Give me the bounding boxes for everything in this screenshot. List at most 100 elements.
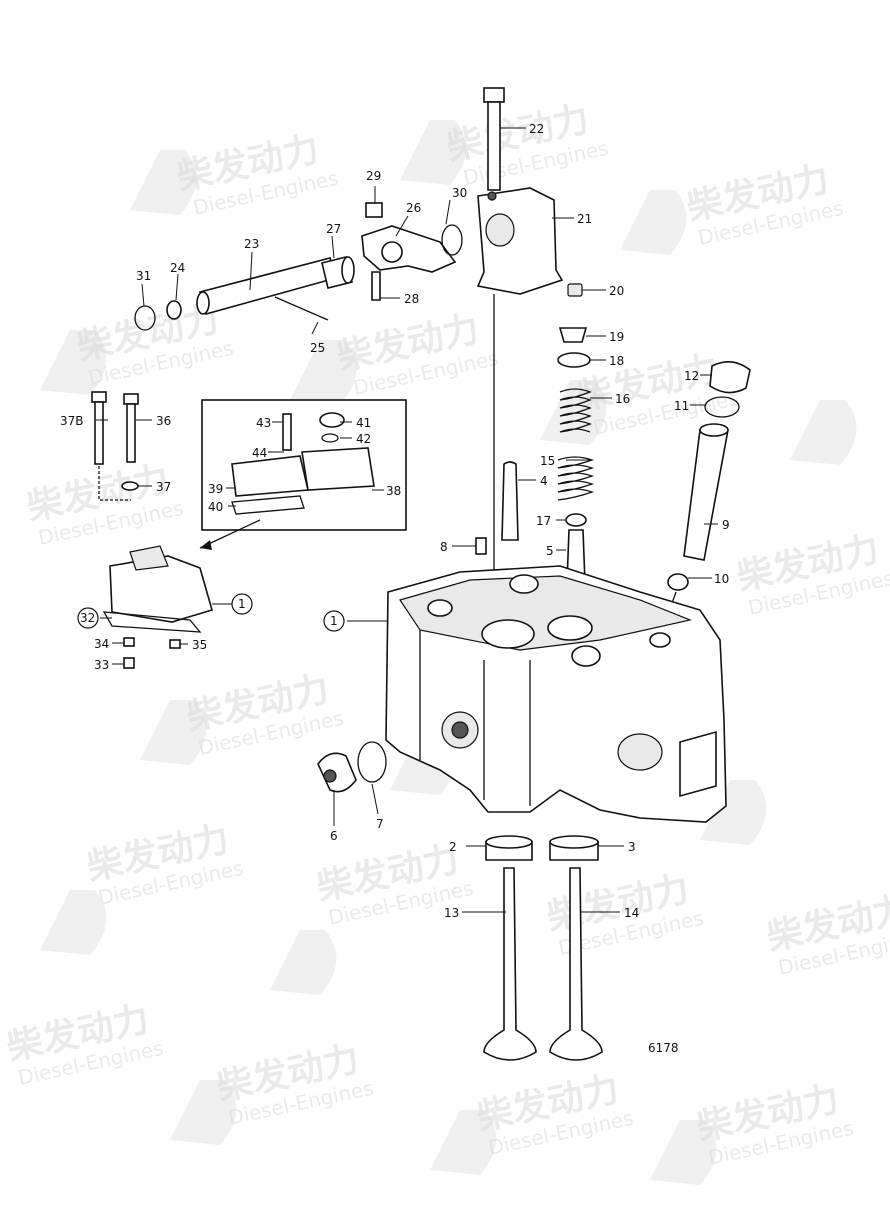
callout-7: 7 xyxy=(376,817,384,831)
callout-39: 39 xyxy=(208,482,223,496)
valve-guide-4-part xyxy=(501,461,519,541)
cap-41-part xyxy=(319,412,345,428)
callout-29: 29 xyxy=(366,169,381,183)
callout-37b: 37B xyxy=(60,414,84,428)
cylinder-head-1-part xyxy=(385,565,727,823)
callout-9: 9 xyxy=(722,518,730,532)
callout-circle-32 xyxy=(77,607,99,629)
seal-10-part xyxy=(667,573,689,591)
nut-33-part xyxy=(123,657,135,669)
callout-1: 1 xyxy=(330,614,338,628)
cylinder-head-small-part xyxy=(109,555,213,623)
pin-8-part xyxy=(475,537,487,555)
callout-18: 18 xyxy=(609,354,624,368)
callout-13: 13 xyxy=(444,906,459,920)
callout-14: 14 xyxy=(624,906,639,920)
bolt-37b-part xyxy=(94,401,104,465)
callout-33: 33 xyxy=(94,658,109,672)
ring-42-part xyxy=(321,433,339,443)
gasket-40-part xyxy=(231,495,305,515)
callout-16: 16 xyxy=(615,392,630,406)
callout-41: 41 xyxy=(356,416,371,430)
callout-40: 40 xyxy=(208,500,223,514)
gasket-32-part xyxy=(102,611,202,633)
callout-10: 10 xyxy=(714,572,729,586)
rocker-shaft-23-part xyxy=(199,257,338,315)
callout-32: 32 xyxy=(80,611,95,625)
nut-34-part xyxy=(123,637,135,647)
callout-labels: 22 21 20 19 18 16 15 4 17 5 8 9 10 11 12… xyxy=(60,122,730,1055)
adjusting-screw-28-part xyxy=(371,271,381,301)
callout-2: 2 xyxy=(449,840,457,854)
valve-seal-17-part xyxy=(565,513,587,527)
nut-35-part xyxy=(169,639,181,649)
callout-20: 20 xyxy=(609,284,624,298)
bolt-22-part xyxy=(487,101,501,191)
callout-43: 43 xyxy=(256,416,271,430)
outer-spring-16-part xyxy=(559,388,592,433)
callout-8: 8 xyxy=(440,540,448,554)
callout-12: 12 xyxy=(684,369,699,383)
valves xyxy=(483,867,603,1061)
valve-cap-20-part xyxy=(567,283,583,297)
callout-42: 42 xyxy=(356,432,371,446)
washer-37-part xyxy=(121,481,139,491)
plug-assembly xyxy=(317,741,387,793)
callout-circle-1-inset xyxy=(231,593,253,615)
sealing-ring-12-part xyxy=(709,361,751,394)
callout-circle-1 xyxy=(323,610,345,632)
callout-44: 44 xyxy=(252,446,267,460)
rocker-arm-26-part xyxy=(361,225,457,273)
callout-5: 5 xyxy=(546,544,554,558)
callout-26: 26 xyxy=(406,201,421,215)
bolt-37b-head xyxy=(91,391,107,403)
inset-detail-box xyxy=(199,399,407,550)
washer-24-part xyxy=(166,300,182,320)
pin-25-part xyxy=(274,296,329,321)
left-head-assembly xyxy=(91,391,213,669)
callout-4: 4 xyxy=(540,474,548,488)
rocker-assembly xyxy=(134,202,463,331)
bolt-36-head xyxy=(123,393,139,405)
rocker-bracket-assembly xyxy=(476,87,564,680)
nut-29-part xyxy=(365,202,383,218)
ring-30-part xyxy=(441,224,463,256)
valve-collet-19-part xyxy=(558,327,588,343)
valve-13-part xyxy=(483,867,537,1061)
drawing-number: 6178 xyxy=(648,1041,679,1055)
callout-3: 3 xyxy=(628,840,636,854)
callout-30: 30 xyxy=(452,186,467,200)
screw-43-part xyxy=(282,413,292,451)
callout-24: 24 xyxy=(170,261,185,275)
callout-23: 23 xyxy=(244,237,259,251)
leader-lines xyxy=(96,127,718,913)
callout-38: 38 xyxy=(386,484,401,498)
callout-36: 36 xyxy=(156,414,171,428)
callout-34: 34 xyxy=(94,637,109,651)
injector-sleeve-assembly xyxy=(665,361,751,621)
callout-15: 15 xyxy=(540,454,555,468)
spring-retainer-18-part xyxy=(557,352,591,368)
callout-22: 22 xyxy=(529,122,544,136)
callout-19: 19 xyxy=(609,330,624,344)
callout-17: 17 xyxy=(536,514,551,528)
callout-31: 31 xyxy=(136,269,151,283)
injector-sleeve-9-part xyxy=(683,429,729,561)
bolt-22-head xyxy=(483,87,505,103)
callout-21: 21 xyxy=(577,212,592,226)
cover-38-part xyxy=(301,447,375,491)
callout-25: 25 xyxy=(310,341,325,355)
o-ring-7-part xyxy=(357,741,387,783)
inner-spring-15-part xyxy=(557,456,594,501)
callout-1-inset: 1 xyxy=(238,597,246,611)
callout-28: 28 xyxy=(404,292,419,306)
callout-11: 11 xyxy=(674,399,689,413)
callout-35: 35 xyxy=(192,638,207,652)
cover-39-part xyxy=(231,455,309,497)
bolt-36-part xyxy=(126,403,136,463)
circlip-31-part xyxy=(134,305,156,331)
valve-train xyxy=(475,283,594,611)
plug-6-part xyxy=(317,752,357,793)
valve-14-part xyxy=(549,867,603,1061)
